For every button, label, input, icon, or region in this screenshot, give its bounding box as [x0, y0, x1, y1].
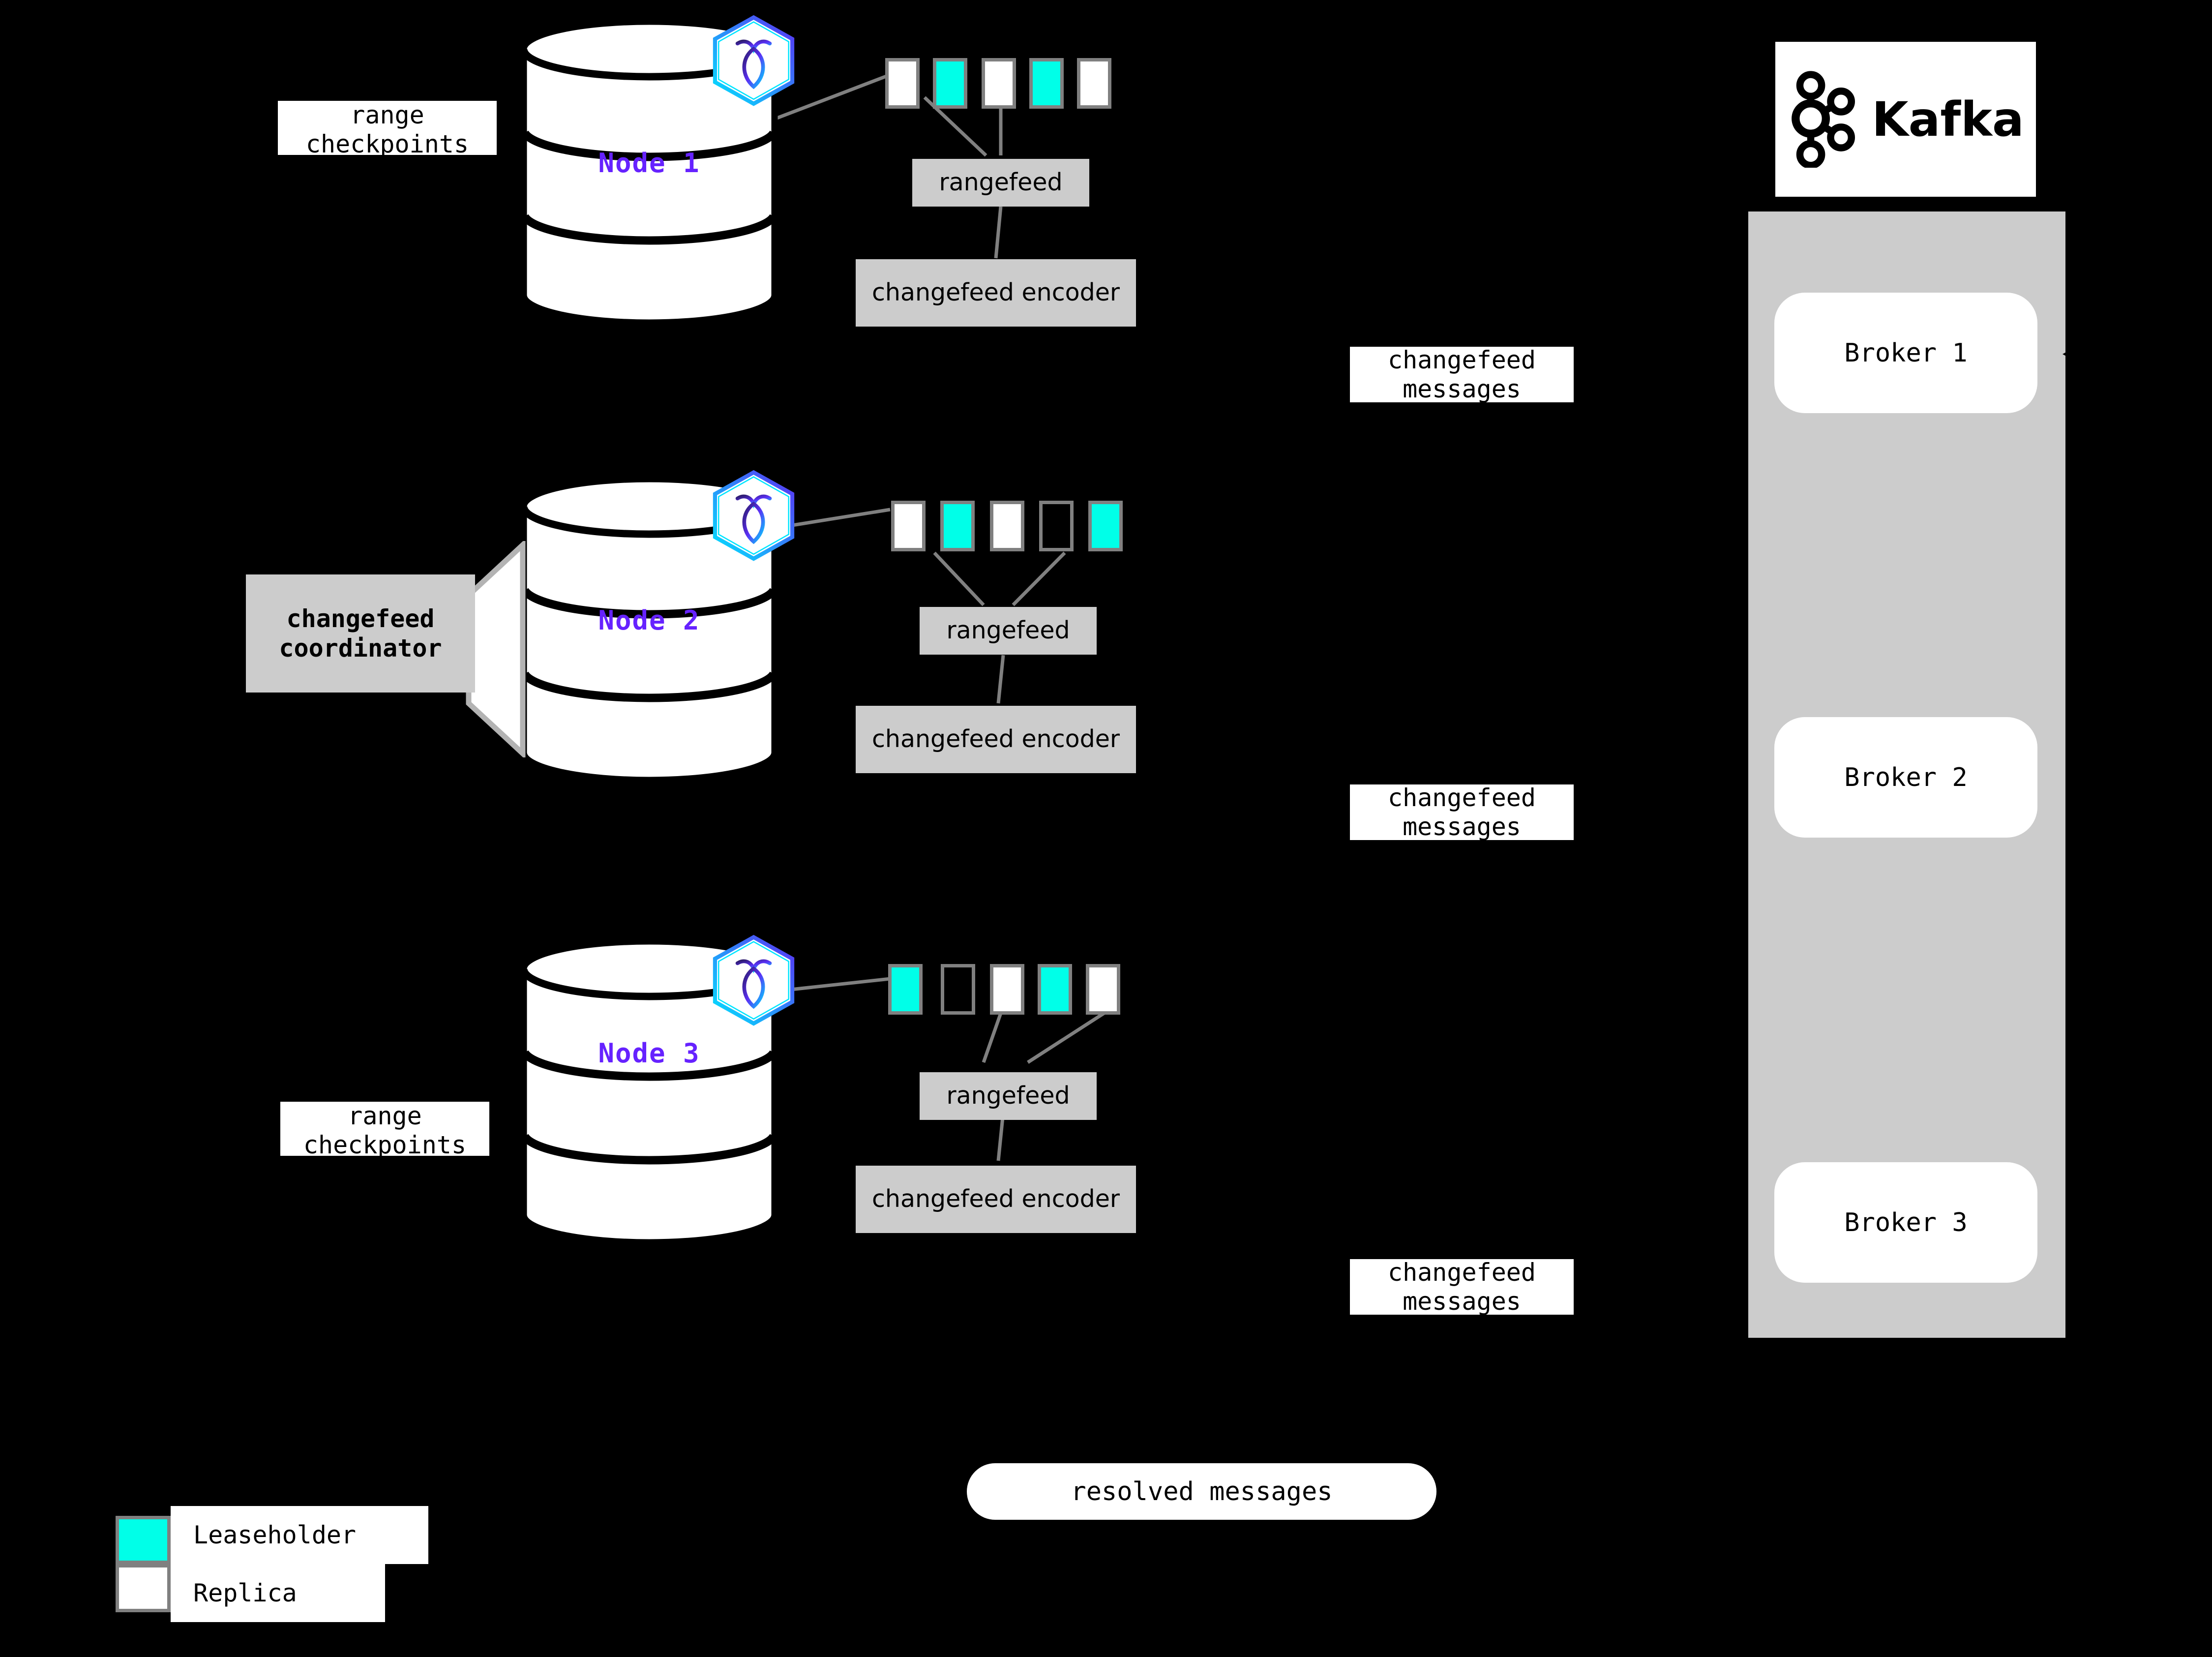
kafka-logo-text: Kafka: [1872, 91, 2024, 147]
node-2-rangefeed-box[interactable]: rangefeed: [920, 607, 1097, 655]
node-3-rangefeed-box[interactable]: rangefeed: [920, 1072, 1097, 1120]
cockroachdb-hexagon-icon: [708, 934, 799, 1030]
node-1-changefeed-encoder-box[interactable]: changefeed encoder: [856, 259, 1136, 327]
node-3-range-4: [1038, 964, 1072, 1015]
node-1-range-checkpoints-label: range checkpoints: [278, 101, 497, 158]
node-3-range-3: [990, 964, 1024, 1015]
node-1-range-3: [982, 58, 1016, 109]
node-2-range-4: [1039, 501, 1074, 551]
node-2-range-3: [990, 501, 1024, 551]
node-3-changefeed-encoder-box[interactable]: changefeed encoder: [856, 1166, 1136, 1233]
node-2-range-1: [891, 501, 926, 551]
changefeed-coordinator-pointer: [465, 539, 553, 760]
legend-swatch-replica: [116, 1564, 171, 1612]
node-1-range-2: [933, 58, 967, 109]
node-3-label: Node 3: [598, 1038, 700, 1069]
node-3-range-checkpoints-label: range checkpoints: [280, 1102, 489, 1159]
resolved-messages-pill: resolved messages: [967, 1463, 1436, 1520]
legend-label-replica: Replica: [171, 1564, 385, 1622]
cockroachdb-hexagon-icon: [708, 470, 799, 565]
node-1-rangefeed-box[interactable]: rangefeed: [912, 159, 1089, 207]
kafka-broker-1[interactable]: Broker 1: [1774, 293, 2037, 413]
kafka-broker-2[interactable]: Broker 2: [1774, 717, 2037, 838]
cockroachdb-hexagon-icon: [708, 15, 799, 110]
node-1-label: Node 1: [598, 148, 700, 179]
node-2-range-5: [1088, 501, 1123, 551]
kafka-logo-box: Kafka: [1775, 42, 2036, 197]
changefeed-messages-label-1: changefeed messages: [1350, 346, 1574, 403]
kafka-panel-inbound-arrow: [2059, 339, 2088, 371]
node-3-range-5: [1086, 964, 1120, 1015]
changefeed-messages-label-3: changefeed messages: [1350, 1258, 1574, 1316]
changefeed-coordinator-box[interactable]: changefeed coordinator: [246, 574, 475, 693]
kafka-broker-3[interactable]: Broker 3: [1774, 1162, 2037, 1283]
legend-swatch-leaseholder: [116, 1516, 171, 1564]
node-3-range-2: [941, 964, 975, 1015]
node-1-range-4: [1029, 58, 1064, 109]
node-2-changefeed-encoder-box[interactable]: changefeed encoder: [856, 706, 1136, 773]
changefeed-messages-label-2: changefeed messages: [1350, 783, 1574, 841]
node-3-cylinder: Node 3: [519, 939, 779, 1244]
node-2-label: Node 2: [598, 605, 700, 636]
node-1-cylinder: Node 1: [519, 20, 779, 325]
legend-label-leaseholder: Leaseholder: [171, 1506, 428, 1564]
node-1-range-5: [1077, 58, 1111, 109]
kafka-nodes-icon: [1787, 69, 1861, 170]
node-3-range-1: [888, 964, 923, 1015]
node-1-range-1: [885, 58, 920, 109]
node-2-range-2: [940, 501, 975, 551]
